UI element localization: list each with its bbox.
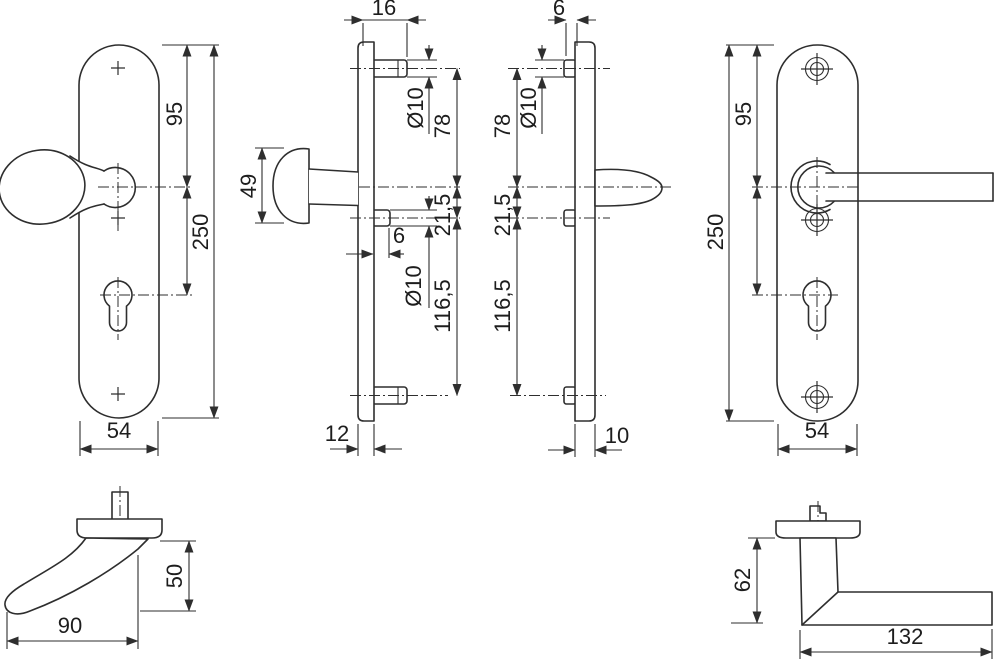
screw-position-cross-top <box>111 61 125 75</box>
dim-95-label: 95 <box>162 102 187 126</box>
view-lever-plate-front: 95 250 54 <box>703 44 994 456</box>
dim10-label: 10 <box>605 423 629 448</box>
screw-position-cross-bottom <box>111 387 125 401</box>
lever-handle-body <box>799 537 993 626</box>
dim6-label: 6 <box>393 223 405 248</box>
d10mid-label: Ø10 <box>401 265 426 307</box>
dim-78-label: 78 <box>430 114 455 138</box>
view-knob-detail: 90 50 <box>4 486 196 649</box>
plate-outline <box>78 44 160 419</box>
dim-1165-label: 116,5 <box>430 279 455 332</box>
lever-miter-line <box>801 591 839 626</box>
dim50-label: 50 <box>162 564 187 588</box>
screw-top <box>801 53 833 85</box>
knob-grip <box>4 537 149 615</box>
knob-ellipse <box>0 149 86 225</box>
knob-neck-bottom <box>308 203 359 207</box>
dim-78-label: 78 <box>490 114 515 138</box>
dim49-label: 49 <box>236 174 261 198</box>
knob-neck-fill <box>309 169 358 205</box>
dim62-label: 62 <box>730 568 755 592</box>
lever-grip-stub <box>594 168 663 207</box>
dim-250-label: 250 <box>703 214 728 251</box>
d10-label: Ø10 <box>516 87 541 129</box>
knob-rose-flange <box>76 518 163 539</box>
dim-215-label: 21,5 <box>430 194 455 237</box>
view-knob-plate-front: 95 250 54 <box>0 44 219 456</box>
knob-neck-top <box>308 168 359 173</box>
view-lever-plate-side: 6 Ø10 78 21,5 116,5 10 <box>490 0 672 457</box>
view-knob-plate-side: 16 Ø10 78 21,5 116,5 6 Ø10 12 49 <box>236 0 462 456</box>
d10top-label: Ø10 <box>403 87 428 129</box>
dim132-label: 132 <box>887 624 924 649</box>
dim-1165-label: 116,5 <box>490 279 515 332</box>
dim-250-label: 250 <box>188 214 213 251</box>
knob-rose-arc <box>103 166 137 209</box>
view-lever-detail: 62 132 <box>730 501 993 659</box>
dim-215-label: 21,5 <box>490 194 515 237</box>
dim-54-label: 54 <box>107 418 131 443</box>
knob-cap-profile <box>272 147 310 225</box>
knob-neck-bottom-edge <box>69 203 105 219</box>
dim-95-label: 95 <box>731 102 756 126</box>
plate-profile <box>357 41 375 422</box>
screw-bottom <box>801 381 833 413</box>
dim90-label: 90 <box>58 613 82 638</box>
knob-neck-top-edge <box>69 155 105 172</box>
dim-16-label: 16 <box>372 0 396 20</box>
dim-54-label: 54 <box>805 418 829 443</box>
plate-profile <box>574 41 596 422</box>
lever-rose-flange <box>775 520 861 539</box>
dim12-label: 12 <box>325 421 349 446</box>
dim6-label: 6 <box>553 0 565 20</box>
